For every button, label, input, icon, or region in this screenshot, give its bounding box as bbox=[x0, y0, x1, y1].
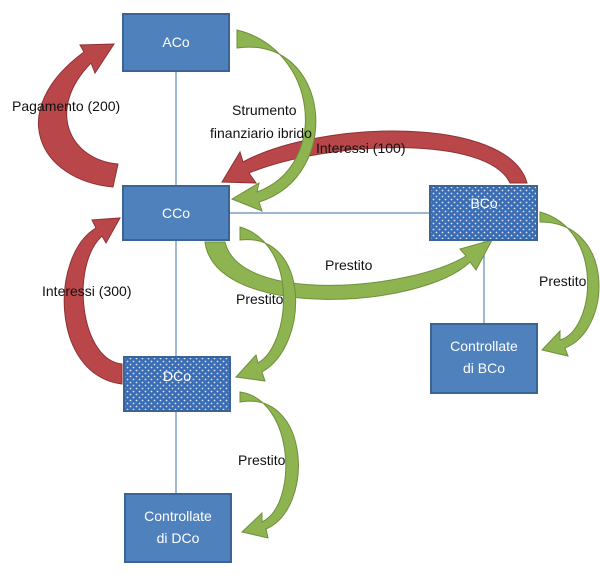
node-controllate-bco-line2: di BCo bbox=[463, 360, 505, 376]
node-bco-label: BCo bbox=[470, 195, 497, 211]
label-prestito-cco-dco: Prestito bbox=[236, 291, 284, 307]
node-bco: BCo bbox=[429, 185, 538, 241]
red-arrow-interessi-300 bbox=[63, 217, 123, 385]
green-arrow-prestito-bco-controllate bbox=[539, 211, 600, 357]
label-prestito-cco-bco: Prestito bbox=[325, 257, 373, 273]
label-strumento-line1: Strumento bbox=[232, 102, 297, 118]
node-cco: CCo bbox=[122, 185, 230, 241]
node-controllate-bco-line1: Controllate bbox=[450, 338, 518, 354]
node-controllate-dco-line2: di DCo bbox=[157, 530, 200, 546]
node-cco-label: CCo bbox=[162, 205, 190, 221]
label-interessi-100: Interessi (100) bbox=[316, 140, 405, 156]
red-arrow-pagamento bbox=[38, 43, 119, 188]
node-controllate-bco: Controllate di BCo bbox=[430, 323, 538, 394]
node-dco-label: DCo bbox=[163, 368, 191, 384]
label-prestito-dco-controllate: Prestito bbox=[238, 452, 286, 468]
node-aco-label: ACo bbox=[162, 34, 189, 50]
label-strumento-line2: finanziario ibrido bbox=[210, 125, 312, 141]
label-pagamento: Pagamento (200) bbox=[12, 98, 120, 114]
node-controllate-dco: Controllate di DCo bbox=[124, 493, 232, 563]
red-arrow-interessi-100 bbox=[221, 130, 528, 184]
node-controllate-dco-line1: Controllate bbox=[144, 508, 212, 524]
node-dco: DCo bbox=[123, 356, 231, 412]
node-aco: ACo bbox=[122, 13, 230, 72]
green-arrow-prestito-cco-dco bbox=[234, 226, 297, 382]
label-prestito-bco-controllate: Prestito bbox=[539, 273, 587, 289]
green-arrow-prestito-dco-controllate bbox=[239, 391, 299, 539]
label-interessi-300: Interessi (300) bbox=[42, 283, 131, 299]
green-arrow-strumento bbox=[230, 29, 317, 212]
